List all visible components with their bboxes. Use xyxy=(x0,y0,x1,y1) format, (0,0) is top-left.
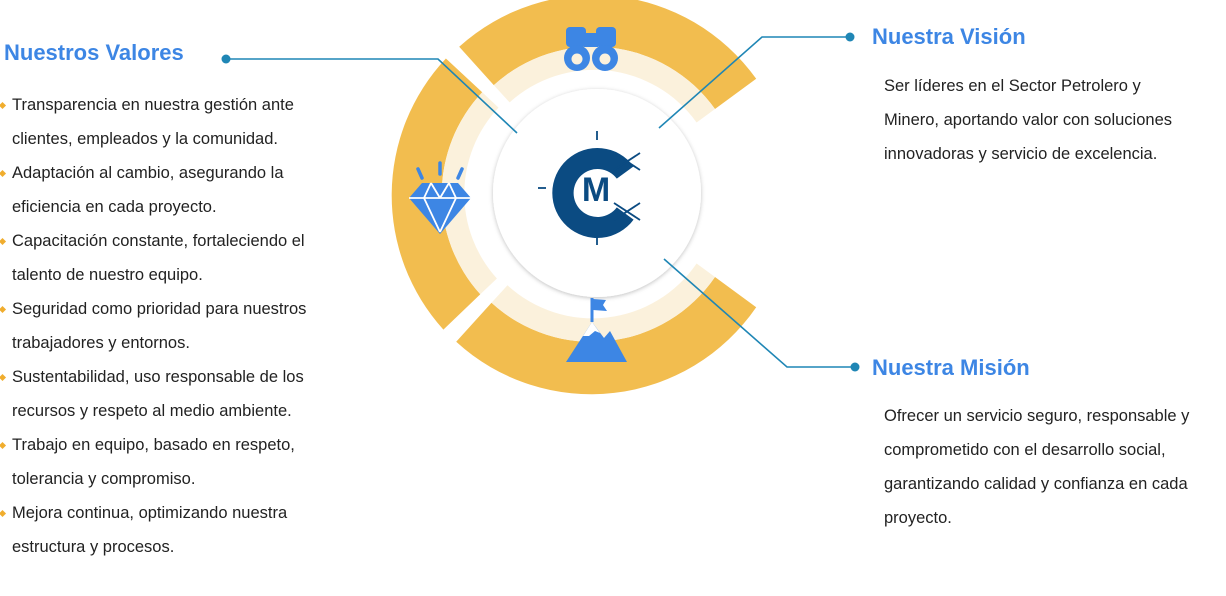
values-connector xyxy=(226,58,518,134)
connectors xyxy=(226,36,854,368)
list-item: Transparencia en nuestra gestión ante cl… xyxy=(0,88,350,156)
bullet-icon xyxy=(0,305,7,314)
cm-logo: M xyxy=(538,131,641,245)
vision-segment xyxy=(459,0,757,123)
mountain-flag-icon xyxy=(566,298,627,362)
center-disc xyxy=(493,89,701,297)
values-title: Nuestros Valores xyxy=(4,40,184,65)
bullet-icon xyxy=(0,509,7,518)
values-list: Transparencia en nuestra gestión ante cl… xyxy=(0,88,350,564)
mission-text: Ofrecer un servicio seguro, responsable … xyxy=(884,407,1190,527)
mission-segment xyxy=(456,263,757,395)
vision-title: Nuestra Visión xyxy=(872,24,1026,49)
list-item: Mejora continua, optimizando nuestra est… xyxy=(0,496,350,564)
binoculars-icon xyxy=(564,27,618,71)
connector-dots xyxy=(221,32,860,372)
bullet-icon xyxy=(0,373,7,382)
bullet-icon xyxy=(0,237,7,246)
vision-connector xyxy=(658,36,849,129)
mission-connector xyxy=(663,258,854,368)
logo-letter: M xyxy=(582,171,610,209)
bullet-icon xyxy=(0,101,7,110)
list-item: Seguridad como prioridad para nuestros t… xyxy=(0,292,350,360)
list-item: Capacitación constante, fortaleciendo el… xyxy=(0,224,350,292)
bullet-icon xyxy=(0,441,7,450)
list-item: Sustentabilidad, uso responsable de los … xyxy=(0,360,350,428)
vision-text: Ser líderes en el Sector Petrolero y Min… xyxy=(884,77,1173,163)
list-item: Adaptación al cambio, asegurando la efic… xyxy=(0,156,350,224)
mission-title: Nuestra Misión xyxy=(872,355,1030,380)
diamond-icon xyxy=(409,161,471,234)
bullet-icon xyxy=(0,169,7,178)
list-item: Trabajo en equipo, basado en respeto, to… xyxy=(0,428,350,496)
